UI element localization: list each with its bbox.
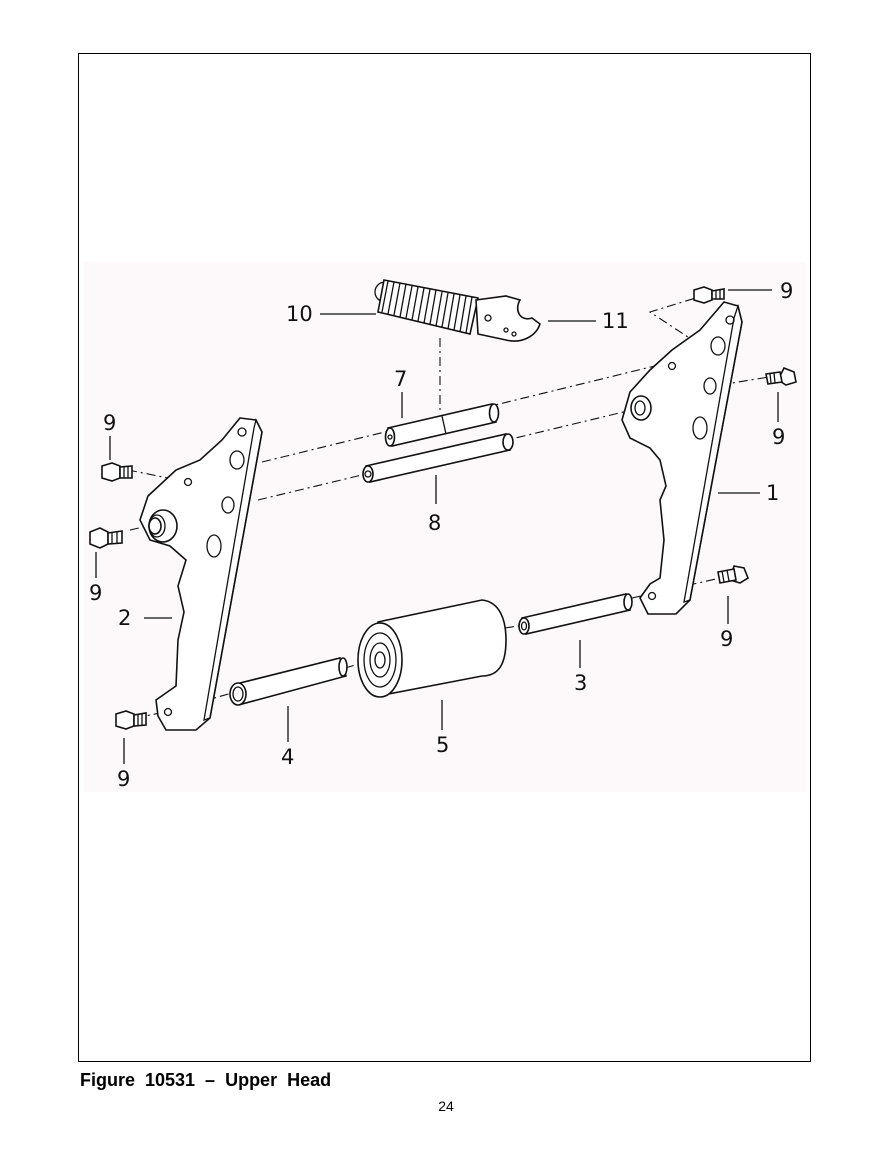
callout-11: 11 [602, 309, 629, 333]
callout-5: 5 [436, 733, 449, 757]
callout-4: 4 [281, 745, 294, 769]
callout-9-left-low: 9 [117, 767, 130, 791]
callout-9-top-right: 9 [780, 279, 793, 303]
callout-9-left-mid: 9 [89, 581, 102, 605]
spacer-7 [384, 403, 500, 447]
side-plate-right [621, 301, 743, 615]
callout-10: 10 [286, 302, 313, 326]
side-plate-left [139, 417, 263, 731]
spring-hook [475, 295, 541, 342]
shaft-4 [229, 657, 348, 706]
roller-5 [357, 599, 507, 698]
spring [374, 279, 479, 335]
callout-9-left-top: 9 [103, 411, 116, 435]
rod-8 [362, 433, 514, 483]
bolt-top-right [693, 286, 725, 304]
callout-7: 7 [394, 367, 407, 391]
page-number: 24 [438, 1098, 454, 1114]
bolt-right-mid [765, 366, 797, 386]
leader-lines [95, 289, 779, 764]
callout-2: 2 [118, 606, 131, 630]
shaft-3 [518, 593, 633, 635]
bolt-left-low [115, 710, 147, 730]
callouts: 10 11 9 7 8 1 9 9 3 5 4 2 9 9 9 [89, 279, 793, 791]
callout-9-right-low: 9 [720, 627, 733, 651]
bolt-right-low [717, 565, 749, 584]
callout-9-right-mid: 9 [772, 425, 785, 449]
callout-1: 1 [766, 481, 779, 505]
callout-8: 8 [428, 511, 441, 535]
callout-3: 3 [574, 671, 587, 695]
bolt-left-mid [89, 527, 123, 549]
figure-caption: Figure 10531 – Upper Head [80, 1070, 332, 1090]
bolt-left-top [101, 462, 133, 482]
